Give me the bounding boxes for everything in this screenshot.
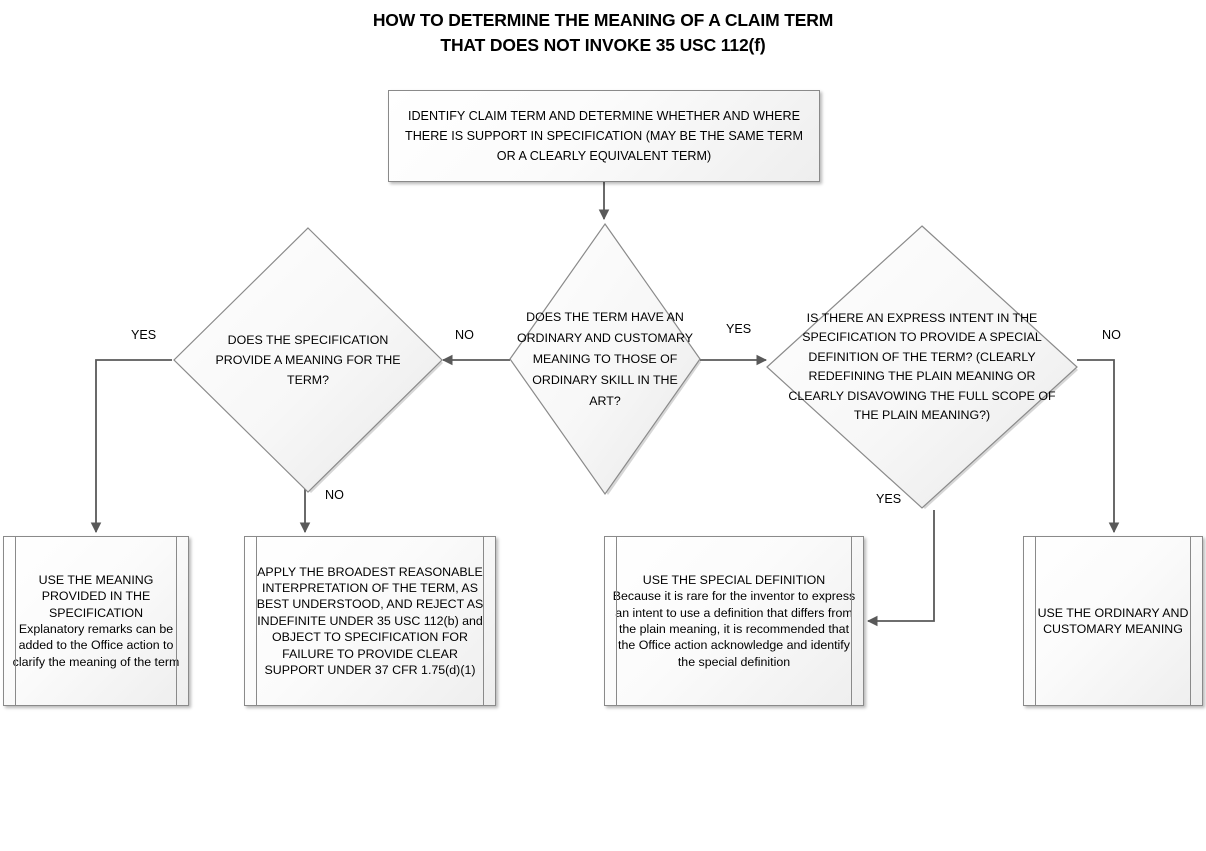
diamond-shape [766,225,1078,509]
edge-right-no-to-outcome4 [1077,359,1120,534]
edge-label-left-yes: YES [131,328,157,342]
node-use-ordinary-customary-heading: USE THE ORDINARY AND CUSTOMARY MEANING [1037,605,1189,636]
node-specification-provides-meaning[interactable]: DOES THE SPECIFICATION PROVIDE A MEANING… [172,226,444,494]
node-identify-claim-term[interactable]: IDENTIFY CLAIM TERM AND DETERMINE WHETHE… [388,90,820,182]
node-use-meaning-provided-body: Explanatory remarks can be added to the … [12,622,180,669]
node-use-meaning-provided-heading: USE THE MEANING PROVIDED IN THE SPECIFIC… [38,572,154,620]
edge-label-center-to-right-yes: YES [726,322,752,336]
node-apply-broadest-reasonable-interpretation[interactable]: APPLY THE BROADEST REASONABLE INTERPRETA… [244,536,496,706]
edge-label-right-no: NO [1102,328,1121,342]
node-identify-claim-term-text: IDENTIFY CLAIM TERM AND DETERMINE WHETHE… [405,109,803,163]
diamond-shape [173,227,443,493]
node-use-special-definition[interactable]: USE THE SPECIAL DEFINITION Because it is… [604,536,864,706]
node-specification-provides-meaning-text: DOES THE SPECIFICATION PROVIDE A MEANING… [215,333,401,387]
page-title: HOW TO DETERMINE THE MEANING OF A CLAIM … [0,8,1206,58]
edge-label-center-to-left-no: NO [455,328,474,342]
title-line-1: HOW TO DETERMINE THE MEANING OF A CLAIM … [372,10,834,30]
node-ordinary-customary-meaning-text: DOES THE TERM HAVE AN ORDINARY AND CUSTO… [516,309,694,408]
node-use-meaning-provided-in-specification[interactable]: USE THE MEANING PROVIDED IN THE SPECIFIC… [3,536,189,706]
node-use-special-definition-body: Because it is rare for the inventor to e… [612,589,856,669]
edge-right-yes-to-outcome3 [866,510,935,627]
edge-label-left-down-no: NO [325,488,344,502]
node-use-special-definition-heading: USE THE SPECIAL DEFINITION [642,572,826,587]
node-express-intent-special-definition[interactable]: IS THERE AN EXPRESS INTENT IN THE SPECIF… [765,224,1079,510]
node-apply-bri-heading: APPLY THE BROADEST REASONABLE INTERPRETA… [256,564,484,678]
edge-left-yes-to-outcome1 [90,359,172,534]
edge-label-right-down-yes: YES [876,492,902,506]
node-use-ordinary-and-customary-meaning[interactable]: USE THE ORDINARY AND CUSTOMARY MEANING [1023,536,1203,706]
diamond-shape [509,222,701,496]
node-express-intent-special-definition-text: IS THERE AN EXPRESS INTENT IN THE SPECIF… [788,310,1056,423]
node-ordinary-customary-meaning[interactable]: DOES THE TERM HAVE AN ORDINARY AND CUSTO… [508,222,702,496]
title-line-2: THAT DOES NOT INVOKE 35 USC 112(f) [440,35,766,55]
